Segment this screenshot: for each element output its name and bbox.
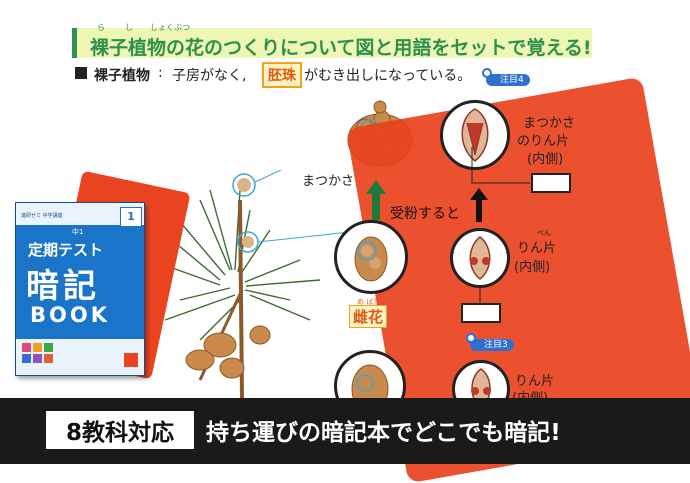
subject-badge bbox=[46, 411, 194, 449]
up-arrow-icon bbox=[366, 180, 386, 220]
book-chip-icon bbox=[22, 354, 31, 363]
book-header bbox=[16, 203, 144, 225]
female-flower-label: 雌花 bbox=[349, 305, 388, 328]
heading-band bbox=[72, 28, 592, 58]
heading-ruby: し bbox=[125, 23, 133, 32]
female-flower-circle bbox=[334, 220, 408, 294]
label-cone-scale: (内側) bbox=[527, 152, 564, 167]
scale-icon bbox=[469, 236, 491, 280]
book-title-line1: 定期テスト bbox=[28, 241, 104, 259]
book-series: 進研ゼミ 中学講座 bbox=[21, 213, 63, 219]
label-pine-cone: まつかさ bbox=[302, 174, 355, 189]
book-chip-icon bbox=[44, 343, 53, 352]
up-arrow-icon bbox=[470, 188, 488, 222]
leader-line bbox=[471, 147, 530, 184]
cone-scale-icon bbox=[461, 108, 489, 162]
answer-box bbox=[461, 303, 501, 323]
note-badge: 注目4 bbox=[482, 67, 530, 86]
heading-ruby: しょくぶつ bbox=[150, 23, 190, 32]
definition-term: 裸子植物 bbox=[94, 68, 150, 84]
label-scale-low: りん片 bbox=[515, 374, 555, 389]
pine-branch-illustration bbox=[149, 170, 369, 399]
female-flower-icon bbox=[354, 236, 388, 282]
definition-colon: : bbox=[158, 65, 163, 81]
label-scale-ruby: ぺん bbox=[537, 229, 551, 237]
book-chip-icon bbox=[33, 354, 42, 363]
subject-badge-text: 8教科対応 bbox=[65, 420, 174, 446]
label-cone-scale: まつかさ bbox=[523, 116, 576, 131]
magnifier-icon bbox=[482, 68, 492, 78]
book-chip-icon bbox=[44, 354, 53, 363]
label-pollination: 受粉すると bbox=[390, 206, 460, 222]
scale-circle-mid bbox=[450, 228, 510, 288]
note-label: 注目4 bbox=[486, 74, 530, 86]
heading-ruby: ら bbox=[97, 23, 105, 32]
note-label: 注目3 bbox=[470, 339, 514, 351]
banner-tagline: 持ち運びの暗記本でどこでも暗記! bbox=[206, 420, 561, 446]
label-scale-mid: (内側) bbox=[514, 260, 551, 275]
definition-text-before: 子房がなく, bbox=[172, 68, 247, 84]
bullet-square-icon bbox=[75, 67, 87, 79]
cone-scale-circle bbox=[440, 100, 510, 170]
book-title-line2: 暗記 bbox=[26, 266, 100, 305]
label-cone-scale: のりん片 bbox=[517, 134, 570, 149]
definition-keyword: 胚珠 bbox=[262, 62, 302, 88]
book-sheet-icon bbox=[124, 353, 138, 367]
book-volume: 1 bbox=[120, 207, 142, 227]
book-chip-icon bbox=[22, 343, 31, 352]
label-scale-mid: りん片 bbox=[517, 241, 557, 256]
book-footer bbox=[16, 339, 144, 375]
answer-box bbox=[531, 173, 571, 193]
study-book: 進研ゼミ 中学講座 1 中1 定期テスト 暗記 BOOK bbox=[15, 202, 145, 376]
leader-line bbox=[479, 286, 481, 304]
page-title: 裸子植物の花のつくりについて図と用語をセットで覚える! bbox=[90, 37, 592, 59]
definition-text-after: がむき出しになっている。 bbox=[304, 68, 472, 84]
note-badge: 注目3 bbox=[466, 332, 514, 351]
magnifier-icon bbox=[466, 333, 476, 343]
book-title-line3: BOOK bbox=[30, 303, 110, 327]
book-chip-icon bbox=[33, 343, 42, 352]
book-grade: 中1 bbox=[72, 228, 84, 236]
female-flower-ruby: め ばな bbox=[357, 298, 381, 306]
